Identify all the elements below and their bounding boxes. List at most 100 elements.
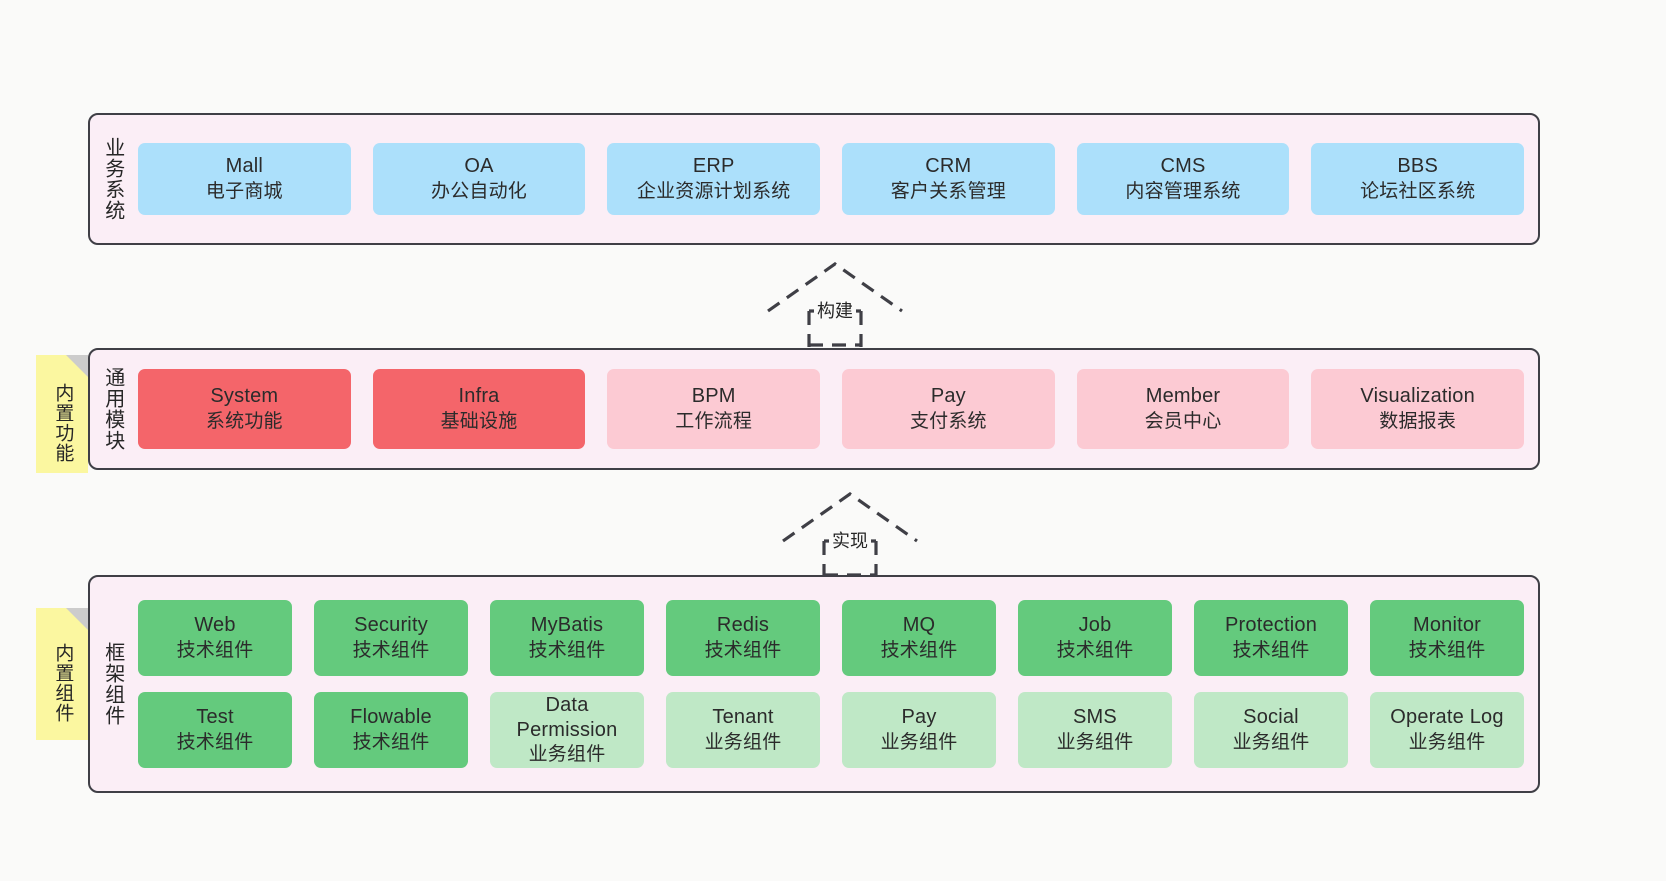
- node-row: Test 技术组件 Flowable 技术组件 Data Permission …: [138, 692, 1524, 768]
- tier-body-framework-components: Web 技术组件 Security 技术组件 MyBatis 技术组件 Redi…: [134, 577, 1538, 791]
- node-operate-log[interactable]: Operate Log 业务组件: [1370, 692, 1524, 768]
- node-title: Test: [196, 706, 234, 729]
- node-oa[interactable]: OA 办公自动化: [372, 143, 586, 215]
- node-title: Pay: [901, 706, 937, 729]
- node-subtitle: 技术组件: [352, 731, 430, 753]
- node-subtitle: 基础设施: [440, 410, 518, 432]
- node-subtitle: 数据报表: [1379, 410, 1457, 432]
- generalization-arrow-build: 构建: [760, 259, 910, 347]
- node-monitor[interactable]: Monitor 技术组件: [1370, 600, 1524, 676]
- node-subtitle: 办公自动化: [431, 180, 528, 202]
- node-title: Flowable: [350, 706, 432, 729]
- node-title: Operate Log: [1390, 706, 1504, 729]
- node-title: CRM: [925, 155, 972, 178]
- node-job[interactable]: Job 技术组件: [1018, 600, 1172, 676]
- node-subtitle: 技术组件: [528, 639, 606, 661]
- node-subtitle: 技术组件: [176, 731, 254, 753]
- arrow-label-implement: 实现: [829, 527, 871, 553]
- node-protection[interactable]: Protection 技术组件: [1194, 600, 1348, 676]
- node-subtitle: 客户关系管理: [890, 180, 1006, 202]
- sticky-note-builtin-components: 内置组件: [36, 608, 88, 740]
- node-subtitle: 业务组件: [1232, 731, 1310, 753]
- node-title: Mall: [225, 155, 264, 178]
- tier-business-systems: 业务系统 Mall 电子商城 OA 办公自动化 ERP 企业资源计划系统 CRM…: [88, 113, 1540, 245]
- node-subtitle: 系统功能: [205, 410, 283, 432]
- node-subtitle: 企业资源计划系统: [636, 180, 791, 202]
- node-web[interactable]: Web 技术组件: [138, 600, 292, 676]
- node-title: Infra: [458, 385, 500, 408]
- node-crm[interactable]: CRM 客户关系管理: [842, 143, 1055, 215]
- tier-label-framework-components: 框架组件: [101, 642, 124, 726]
- node-subtitle: 工作流程: [675, 410, 753, 432]
- node-member[interactable]: Member 会员中心: [1076, 369, 1290, 449]
- node-title: Web: [194, 614, 236, 637]
- node-data-permission[interactable]: Data Permission 业务组件: [490, 692, 644, 768]
- node-mall[interactable]: Mall 电子商城: [138, 143, 351, 215]
- node-title: Protection: [1224, 614, 1318, 637]
- node-title: Member: [1145, 385, 1221, 408]
- node-title: Redis: [716, 614, 770, 637]
- node-social[interactable]: Social 业务组件: [1194, 692, 1348, 768]
- node-title: MyBatis: [530, 614, 604, 637]
- tier-body-business-systems: Mall 电子商城 OA 办公自动化 ERP 企业资源计划系统 CRM 客户关系…: [134, 115, 1538, 243]
- node-subtitle: 技术组件: [704, 639, 782, 661]
- tier-common-modules: 通用模块 System 系统功能 Infra 基础设施 BPM 工作流程 Pay…: [88, 348, 1540, 470]
- node-title: BPM: [691, 385, 736, 408]
- node-security[interactable]: Security 技术组件: [314, 600, 468, 676]
- page-fold-icon: [66, 608, 88, 630]
- node-erp[interactable]: ERP 企业资源计划系统: [607, 143, 821, 215]
- node-subtitle: 技术组件: [1408, 639, 1486, 661]
- node-subtitle: 业务组件: [1408, 731, 1486, 753]
- node-title: Social: [1243, 706, 1299, 729]
- node-subtitle: 技术组件: [880, 639, 958, 661]
- node-subtitle: 业务组件: [880, 731, 958, 753]
- node-pay-module[interactable]: Pay 支付系统: [842, 369, 1055, 449]
- node-subtitle: 技术组件: [1232, 639, 1310, 661]
- node-infra[interactable]: Infra 基础设施: [372, 369, 586, 449]
- node-title: BBS: [1397, 155, 1438, 178]
- node-title: OA: [464, 155, 494, 178]
- node-visualization[interactable]: Visualization 数据报表: [1311, 369, 1525, 449]
- node-subtitle: 技术组件: [176, 639, 254, 661]
- node-title: CMS: [1160, 155, 1206, 178]
- node-title: Job: [1078, 614, 1112, 637]
- node-title: System: [210, 385, 279, 408]
- node-title: Tenant: [712, 706, 774, 729]
- node-sms[interactable]: SMS 业务组件: [1018, 692, 1172, 768]
- sticky-note-label: 内置组件: [52, 643, 74, 723]
- node-redis[interactable]: Redis 技术组件: [666, 600, 820, 676]
- node-subtitle: 论坛社区系统: [1360, 180, 1476, 202]
- node-title: Security: [354, 614, 428, 637]
- node-title: Data Permission: [516, 693, 618, 742]
- sticky-note-builtin-features: 内置功能: [36, 355, 88, 473]
- tier-body-common-modules: System 系统功能 Infra 基础设施 BPM 工作流程 Pay 支付系统…: [134, 350, 1538, 468]
- node-tenant[interactable]: Tenant 业务组件: [666, 692, 820, 768]
- arrow-label-build: 构建: [814, 297, 856, 323]
- tier-label-business-systems: 业务系统: [101, 137, 124, 221]
- node-subtitle: 技术组件: [1056, 639, 1134, 661]
- node-row: Mall 电子商城 OA 办公自动化 ERP 企业资源计划系统 CRM 客户关系…: [138, 143, 1525, 215]
- node-title: ERP: [692, 155, 735, 178]
- node-subtitle: 业务组件: [704, 731, 782, 753]
- node-subtitle: 业务组件: [1056, 731, 1134, 753]
- node-cms[interactable]: CMS 内容管理系统: [1076, 143, 1290, 215]
- node-pay-component[interactable]: Pay 业务组件: [842, 692, 996, 768]
- page-fold-icon: [66, 355, 88, 377]
- node-subtitle: 支付系统: [909, 410, 987, 432]
- node-system[interactable]: System 系统功能: [138, 369, 351, 449]
- node-test[interactable]: Test 技术组件: [138, 692, 292, 768]
- node-subtitle: 技术组件: [352, 639, 430, 661]
- node-flowable[interactable]: Flowable 技术组件: [314, 692, 468, 768]
- node-title: SMS: [1073, 706, 1117, 729]
- node-title: Pay: [930, 385, 966, 408]
- node-mybatis[interactable]: MyBatis 技术组件: [490, 600, 644, 676]
- node-row: Web 技术组件 Security 技术组件 MyBatis 技术组件 Redi…: [138, 600, 1524, 676]
- node-bpm[interactable]: BPM 工作流程: [607, 369, 821, 449]
- node-title: Monitor: [1412, 614, 1482, 637]
- node-mq[interactable]: MQ 技术组件: [842, 600, 996, 676]
- node-subtitle: 内容管理系统: [1125, 180, 1241, 202]
- tier-framework-components: 框架组件 Web 技术组件 Security 技术组件 MyBatis 技术组件…: [88, 575, 1540, 793]
- node-title: MQ: [902, 614, 936, 637]
- node-bbs[interactable]: BBS 论坛社区系统: [1311, 143, 1525, 215]
